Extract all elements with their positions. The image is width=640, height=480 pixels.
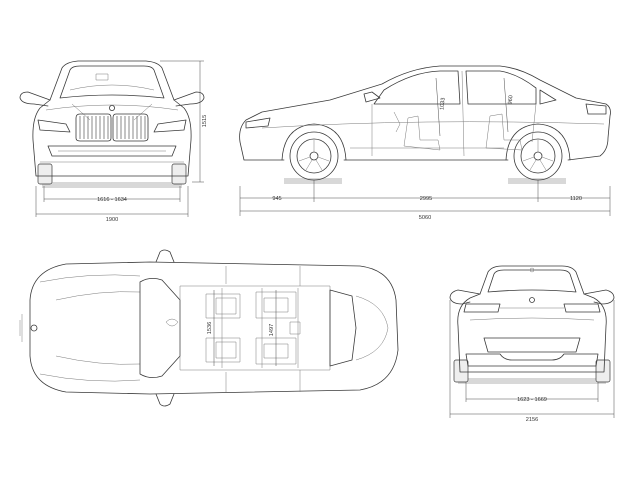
top-body-outline <box>29 261 399 395</box>
side-rear-ground-shadow <box>508 178 566 184</box>
top-front-grille-edge <box>19 314 23 342</box>
side-front-window <box>373 70 461 105</box>
front-headroom-line <box>435 77 441 137</box>
front-right-mirror <box>173 91 205 107</box>
wheelbase-label: 2995 <box>420 196 432 202</box>
front-left-headlight <box>37 119 71 133</box>
top-hood-lines <box>39 274 141 382</box>
front-view: 1515 1616 - 1634 1900 <box>19 60 208 223</box>
front-shoulder-room-label: 1536 <box>207 322 213 334</box>
front-body-outline <box>32 60 192 177</box>
rear-headroom-label: 960 <box>508 95 515 105</box>
side-front-seat <box>403 115 441 151</box>
top-front-right-seat <box>205 337 241 363</box>
rear-right-taillight <box>563 303 601 313</box>
front-overhang-label: 945 <box>272 196 281 202</box>
front-windshield-wiper-line <box>69 84 155 91</box>
rear-license-plate-recess <box>483 337 581 353</box>
top-front-left-seat <box>205 293 241 319</box>
front-view-ground-shadow <box>42 182 182 188</box>
side-body-outline <box>239 65 611 161</box>
rear-trunk-line <box>469 317 595 321</box>
front-right-headlight <box>153 119 187 133</box>
side-door-cut-lines <box>371 70 537 157</box>
rear-left-tire <box>453 359 469 383</box>
front-headroom-label: 1033 <box>439 97 446 110</box>
top-rear-console <box>289 321 301 335</box>
front-lower-intake <box>47 145 177 157</box>
front-kidney-grille <box>75 113 149 142</box>
rear-brake-light <box>529 267 535 273</box>
side-mirror <box>363 91 381 103</box>
top-trunk-line <box>355 295 389 361</box>
rear-overhang-label: 1120 <box>570 196 582 202</box>
side-rear-wheel-arch <box>505 123 571 161</box>
top-hood-creases <box>55 291 141 365</box>
rear-right-mirror <box>583 289 615 305</box>
rear-left-taillight <box>463 303 501 313</box>
front-track-dimension-line <box>43 186 181 202</box>
front-badge-logo <box>109 105 116 112</box>
top-rear-window <box>329 289 357 367</box>
top-left-mirror <box>155 249 175 263</box>
side-steering-wheel <box>393 111 401 133</box>
overall-length-label: 5060 <box>419 215 431 221</box>
top-cabin-dividers <box>221 288 299 368</box>
body-width-label: 1900 <box>106 217 118 223</box>
side-character-line <box>261 121 605 129</box>
side-taillight <box>585 103 607 115</box>
top-hood-badge <box>30 324 38 332</box>
rear-badge-logo <box>529 297 535 303</box>
top-door-cut-lines <box>225 266 301 392</box>
height-dimension-line <box>160 60 204 183</box>
front-windshield <box>59 65 165 99</box>
side-headlight <box>245 117 271 129</box>
side-front-wheel-arch <box>281 123 347 161</box>
side-view: 1033 960 945 2995 1120 5060 <box>239 65 611 221</box>
rear-left-mirror <box>449 289 481 305</box>
top-right-mirror <box>155 393 175 407</box>
rear-headroom-line <box>503 77 509 133</box>
side-front-wheel <box>289 131 339 181</box>
front-right-tire <box>171 163 187 185</box>
side-rear-seat <box>485 113 523 151</box>
width-with-mirrors-dimension-line <box>449 300 615 418</box>
top-cabin-outline <box>179 285 331 371</box>
body-width-dimension-line <box>35 186 189 217</box>
side-rear-window <box>465 70 537 105</box>
side-front-ground-shadow <box>284 178 342 184</box>
top-windshield <box>139 278 181 378</box>
overall-height-label: 1515 <box>202 115 208 127</box>
rear-track-dimension-line <box>465 382 599 402</box>
rear-diffuser <box>465 353 599 367</box>
side-rear-wheel <box>513 131 563 181</box>
front-track-label: 1616 - 1634 <box>97 197 127 203</box>
rear-track-label: 1623 - 1669 <box>517 397 547 403</box>
width-with-mirrors-label: 2156 <box>526 417 538 423</box>
front-left-tire <box>37 163 53 185</box>
front-left-mirror <box>19 91 51 107</box>
top-rear-bench <box>255 291 297 365</box>
rear-view-ground-shadow <box>458 378 606 384</box>
front-rearview-mirror <box>95 73 109 81</box>
rear-body-outline <box>457 265 607 373</box>
rear-window <box>487 269 577 293</box>
rear-right-tire <box>595 359 611 383</box>
rear-shoulder-room-label: 1497 <box>269 324 275 336</box>
front-hood-line <box>45 104 179 111</box>
top-steering-wheel <box>165 318 179 327</box>
side-quarter-window <box>539 89 557 105</box>
rear-view: 1623 - 1669 2156 <box>449 265 615 423</box>
side-extension-lines <box>239 180 611 216</box>
top-view: 1536 1497 <box>19 249 399 407</box>
